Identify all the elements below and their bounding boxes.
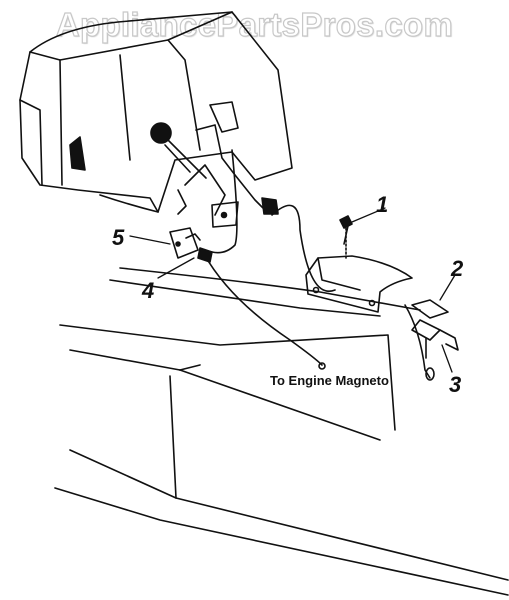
callout-4: 4	[142, 278, 155, 303]
callout-5: 5	[112, 225, 125, 250]
callout-1: 1	[376, 192, 389, 217]
wire-harness	[203, 149, 435, 381]
safety-bracket	[305, 215, 413, 313]
mounting-clips	[411, 299, 459, 359]
engine-magneto-label: To Engine Magneto	[270, 373, 389, 388]
switch-assembly	[169, 227, 213, 263]
callout-2: 2	[451, 256, 464, 281]
leader-lines	[129, 207, 456, 373]
watermark: AppliancePartsPros.com	[55, 5, 454, 43]
mower-deck	[54, 267, 509, 596]
callout-3: 3	[449, 372, 462, 397]
lift-lever	[150, 101, 279, 228]
grass-bag	[19, 11, 293, 213]
